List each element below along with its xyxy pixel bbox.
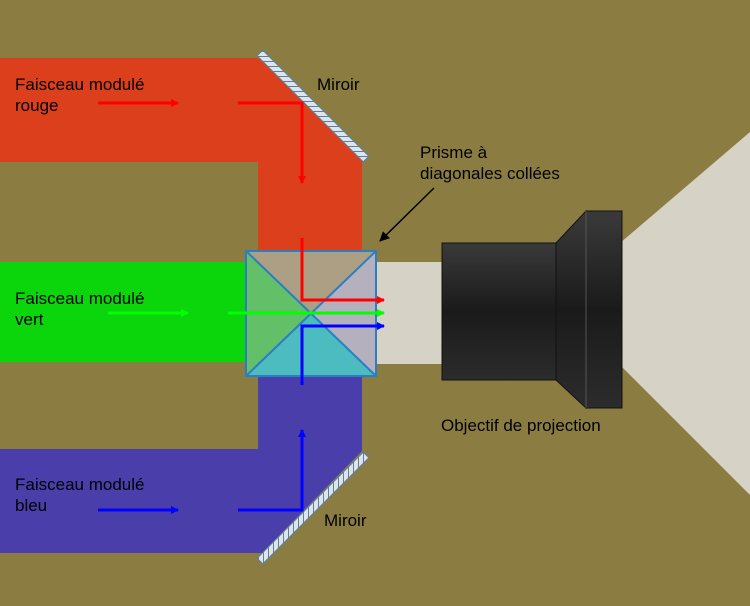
green-beam-label: Faisceau modulé vert [15, 288, 144, 330]
lens-label: Objectif de projection [441, 416, 601, 435]
red-beam-label-line1: Faisceau modulé [15, 75, 145, 94]
mirror-bottom [256, 451, 370, 565]
red-light-path [98, 99, 385, 304]
prism-label: Prisme à diagonales collées [420, 142, 560, 184]
blue-beam-label: Faisceau modulé bleu [15, 474, 144, 516]
mirror-top-label: Miroir [317, 75, 360, 94]
blue-beam-label-line2: bleu [15, 496, 48, 515]
projected-light-cone [620, 132, 750, 495]
green-beam-label-line2: vert [15, 310, 44, 329]
prism-pointer-arrow [379, 187, 435, 242]
prism-label-line2: diagonales collées [420, 164, 560, 183]
blue-light-path [98, 322, 385, 514]
green-beam-label-line1: Faisceau modulé [15, 289, 145, 308]
mirror-top [256, 49, 370, 163]
output-light-beam [376, 262, 446, 364]
mirror-bottom-label: Miroir [324, 511, 367, 530]
blue-beam-label-line1: Faisceau modulé [15, 475, 145, 494]
blue-beam [0, 375, 362, 553]
red-beam-label-line2: rouge [15, 96, 59, 115]
prism-label-line1: Prisme à [420, 143, 488, 162]
red-beam [0, 58, 362, 252]
projection-lens [441, 209, 623, 410]
red-beam-label: Faisceau modulé rouge [15, 74, 144, 116]
